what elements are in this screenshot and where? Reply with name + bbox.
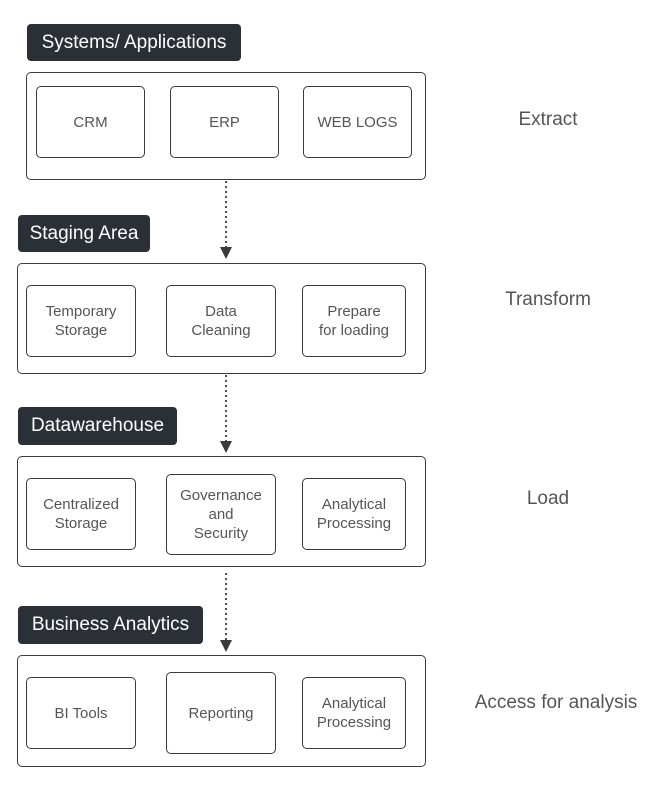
box-temporary-storage: Temporary Storage xyxy=(26,285,136,357)
layer-header-systems: Systems/ Applications xyxy=(27,24,241,61)
arrow-warehouse-to-analytics xyxy=(220,573,232,652)
box-reporting: Reporting xyxy=(166,672,276,754)
phase-label-access-for-analysis: Access for analysis xyxy=(474,692,638,713)
box-centralized-storage: Centralized Storage xyxy=(26,478,136,550)
box-web-logs: WEB LOGS xyxy=(303,86,412,158)
box-erp: ERP xyxy=(170,86,279,158)
box-governance-and-security: Governance and Security xyxy=(166,474,276,555)
arrow-staging-to-warehouse xyxy=(220,375,232,453)
box-crm: CRM xyxy=(36,86,145,158)
arrow-extract-to-staging xyxy=(220,181,232,259)
box-analytical-processing-warehouse: Analytical Processing xyxy=(302,478,406,550)
box-data-cleaning: Data Cleaning xyxy=(166,285,276,357)
box-prepare-for-loading: Prepare for loading xyxy=(302,285,406,357)
box-analytical-processing-analytics: Analytical Processing xyxy=(302,677,406,749)
box-bi-tools: BI Tools xyxy=(26,677,136,749)
phase-label-transform: Transform xyxy=(505,289,591,310)
phase-label-load: Load xyxy=(526,488,570,509)
layer-header-staging: Staging Area xyxy=(18,215,150,252)
phase-label-extract: Extract xyxy=(518,109,578,130)
layer-header-business-analytics: Business Analytics xyxy=(18,606,203,644)
layer-header-datawarehouse: Datawarehouse xyxy=(18,407,177,445)
